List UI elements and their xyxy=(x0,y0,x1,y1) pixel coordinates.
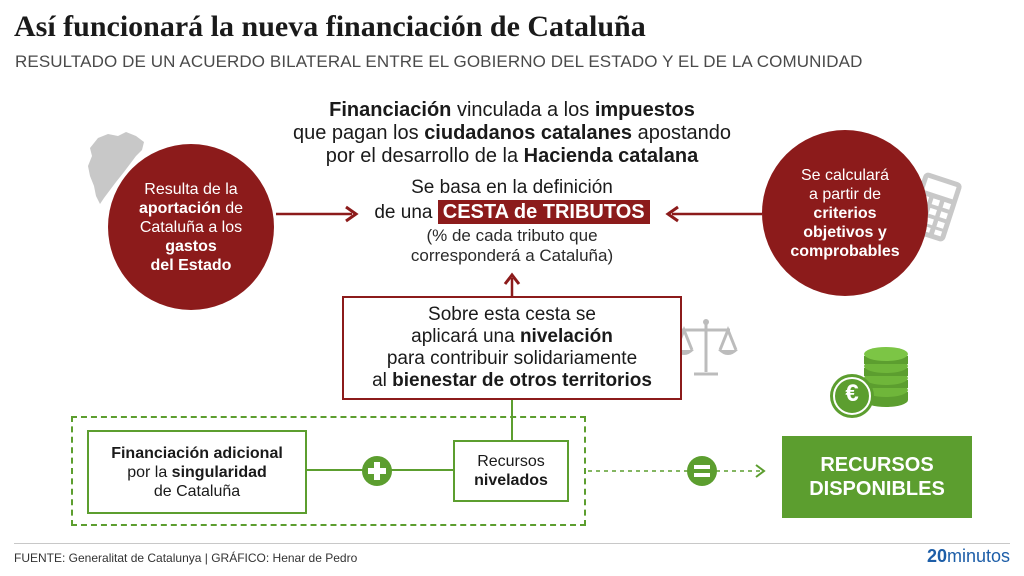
arrow-up-head xyxy=(503,272,521,285)
top-line-2: que pagan los ciudadanos catalanes apost… xyxy=(292,122,732,144)
basket-line-2: de una CESTA de TRIBUTOS xyxy=(240,200,784,224)
financing-description: Financiación vinculada a los impuestos q… xyxy=(240,99,784,168)
available-resources-box: RECURSOS DISPONIBLES xyxy=(782,436,972,518)
page-subtitle: RESULTADO DE UN ACUERDO BILATERAL ENTRE … xyxy=(15,52,863,71)
footer-divider xyxy=(14,543,1010,544)
catalonia-map-icon xyxy=(88,132,144,204)
arrow-right-head xyxy=(665,205,679,223)
plus-icon xyxy=(362,456,392,486)
dashed-group-region xyxy=(71,416,586,526)
tax-basket-block: Se basa en la definición de una CESTA de… xyxy=(240,177,784,266)
top-line-3: por el desarrollo de la Hacienda catalan… xyxy=(325,145,699,167)
top-line-1: Financiación vinculada a los impuestos xyxy=(329,99,695,121)
leveled-resources-box: Recursos nivelados xyxy=(453,440,569,502)
tax-basket-tag: CESTA de TRIBUTOS xyxy=(437,200,650,224)
contribution-circle: Resulta de la aportación de Cataluña a l… xyxy=(108,144,274,310)
arrow-left-head xyxy=(345,205,359,223)
page-title: Así funcionará la nueva financiación de … xyxy=(14,10,646,43)
additional-financing-box: Financiación adicional por la singularid… xyxy=(87,430,307,514)
basket-line-1: Se basa en la definición xyxy=(411,177,613,198)
dashed-arrow-head xyxy=(755,464,766,478)
basket-note-2: corresponderá a Cataluña) xyxy=(410,246,614,265)
coins-euro-icon xyxy=(830,347,908,418)
euro-symbol: € xyxy=(845,380,859,407)
footer-credits: FUENTE: Generalitat de Catalunya | GRÁFI… xyxy=(14,551,358,565)
scales-icon xyxy=(674,319,738,376)
criteria-circle: Se calculará a partir de criterios objet… xyxy=(762,130,928,296)
brand-logo[interactable]: 20minutos xyxy=(926,546,1010,566)
equals-icon xyxy=(687,456,717,486)
basket-note-1: (% de cada tributo que xyxy=(426,226,598,245)
leveling-box: Sobre esta cesta se aplicará una nivelac… xyxy=(342,296,682,400)
